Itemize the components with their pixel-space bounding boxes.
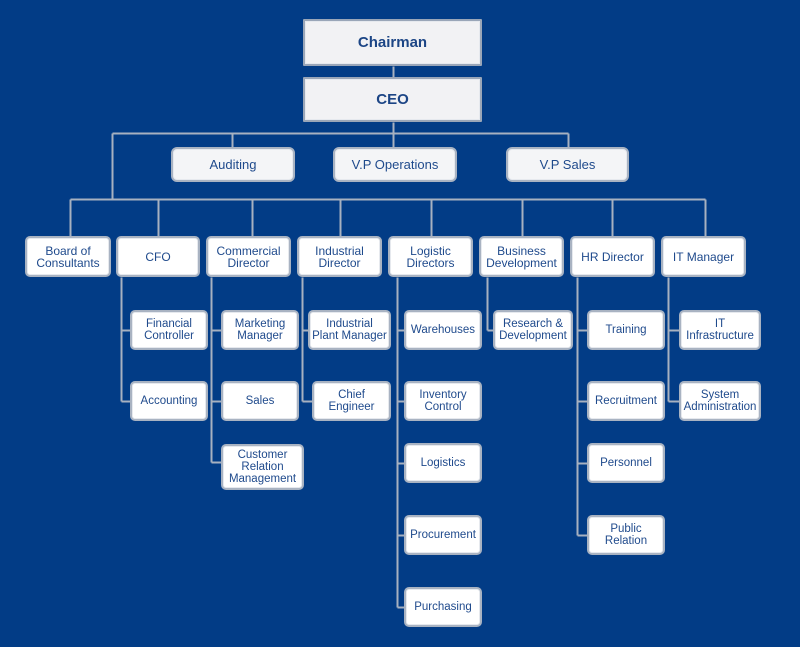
node-label: IT Infrastructure <box>686 318 754 342</box>
node-procurement[interactable]: Procurement <box>404 515 482 555</box>
node-cfo[interactable]: CFO <box>116 236 200 277</box>
node-vp-operations[interactable]: V.P Operations <box>333 147 457 182</box>
node-label: Auditing <box>209 156 257 172</box>
node-label: Recruitment <box>595 395 657 407</box>
node-label: HR Director <box>581 249 644 264</box>
node-label: Chairman <box>357 33 428 51</box>
node-marketing-manager[interactable]: Marketing Manager <box>221 310 299 350</box>
node-label: Training <box>605 324 647 336</box>
node-label: Commercial Director <box>216 243 281 270</box>
node-training[interactable]: Training <box>587 310 665 350</box>
node-recruitment[interactable]: Recruitment <box>587 381 665 421</box>
node-label: Personnel <box>600 457 652 469</box>
node-customer-relation-management[interactable]: Customer Relation Management <box>221 444 304 490</box>
node-chief-engineer[interactable]: Chief Engineer <box>312 381 391 421</box>
node-logistics[interactable]: Logistics <box>404 443 482 483</box>
node-hr-director[interactable]: HR Director <box>570 236 655 277</box>
node-label: Industrial Plant Manager <box>312 318 387 342</box>
node-auditing[interactable]: Auditing <box>171 147 295 182</box>
node-label: Public Relation <box>604 523 648 547</box>
node-public-relation[interactable]: Public Relation <box>587 515 665 555</box>
node-label: CEO <box>376 90 409 108</box>
node-industrial-plant-manager[interactable]: Industrial Plant Manager <box>308 310 391 350</box>
node-industrial-director[interactable]: Industrial Director <box>297 236 382 277</box>
node-label: Logistics <box>420 457 466 469</box>
node-label: Sales <box>245 395 275 407</box>
node-chairman[interactable]: Chairman <box>303 19 482 66</box>
node-warehouses[interactable]: Warehouses <box>404 310 482 350</box>
node-label: Business Development <box>486 243 557 270</box>
node-system-administration[interactable]: System Administration <box>679 381 761 421</box>
node-label: Board of Consultants <box>36 243 100 270</box>
node-label: Research & Development <box>499 318 567 342</box>
node-label: V.P Sales <box>539 156 596 172</box>
node-sales[interactable]: Sales <box>221 381 299 421</box>
node-ceo[interactable]: CEO <box>303 77 482 122</box>
node-label: Inventory Control <box>419 389 467 413</box>
node-financial-controller[interactable]: Financial Controller <box>130 310 208 350</box>
node-label: Procurement <box>410 529 476 541</box>
node-label: Accounting <box>140 395 198 407</box>
node-it-manager[interactable]: IT Manager <box>661 236 746 277</box>
node-commercial-director[interactable]: Commercial Director <box>206 236 291 277</box>
node-label: V.P Operations <box>351 156 439 172</box>
node-label: Marketing Manager <box>234 318 286 342</box>
node-label: Financial Controller <box>144 318 194 342</box>
node-logistic-directors[interactable]: Logistic Directors <box>388 236 473 277</box>
node-personnel[interactable]: Personnel <box>587 443 665 483</box>
node-inventory-control[interactable]: Inventory Control <box>404 381 482 421</box>
node-accounting[interactable]: Accounting <box>130 381 208 421</box>
node-label: Customer Relation Management <box>228 449 297 485</box>
node-label: CFO <box>145 249 171 264</box>
node-purchasing[interactable]: Purchasing <box>404 587 482 627</box>
node-label: System Administration <box>683 389 757 413</box>
node-label: IT Manager <box>672 249 735 264</box>
node-research-development[interactable]: Research & Development <box>493 310 573 350</box>
node-label: Chief Engineer <box>328 389 375 413</box>
node-board-of-consultants[interactable]: Board of Consultants <box>25 236 111 277</box>
node-label: Logistic Directors <box>406 243 455 270</box>
node-label: Purchasing <box>414 601 472 613</box>
node-it-infrastructure[interactable]: IT Infrastructure <box>679 310 761 350</box>
node-label: Warehouses <box>410 324 476 336</box>
node-label: Industrial Director <box>315 243 364 270</box>
node-vp-sales[interactable]: V.P Sales <box>506 147 629 182</box>
node-business-development[interactable]: Business Development <box>479 236 564 277</box>
